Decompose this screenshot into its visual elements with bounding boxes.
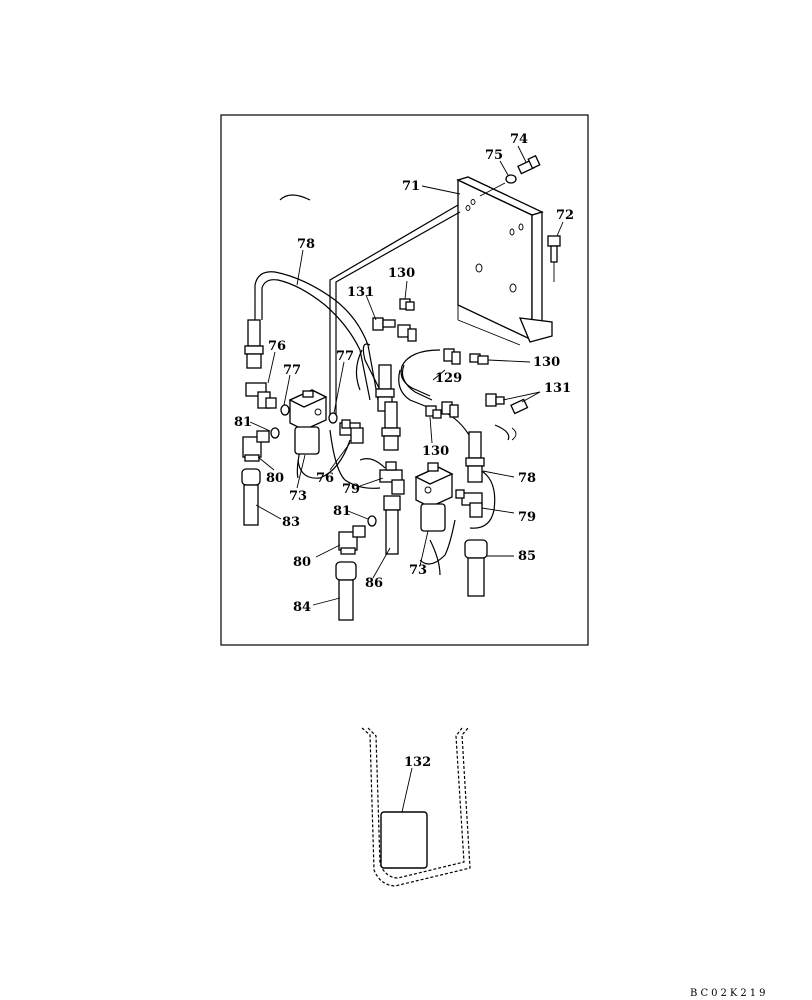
callout-73-right: 73 [409,563,427,578]
drawing-reference: BC02K219 [690,988,768,999]
callout-84: 84 [293,600,311,615]
main-frame [220,114,589,646]
callout-75: 75 [485,148,503,163]
callout-130-upper: 130 [388,266,415,281]
bolt-131-right [485,393,529,415]
elbow-76-upper [245,382,277,409]
callout-78-right: 78 [518,471,536,486]
connector-mid [443,348,461,365]
connector-upper [397,324,417,342]
o-ring-81-upper [270,427,280,439]
o-ring-81-lower [367,515,377,527]
hose-end-left-78 [244,319,264,369]
callout-71: 71 [402,179,420,194]
bolt-131-upper [372,317,396,331]
washer-75 [505,174,517,184]
pipe-84 [335,561,357,621]
pipe-86 [383,495,401,555]
filter-73-right [414,462,454,532]
callout-79-right: 79 [518,510,536,525]
callout-79-left: 79 [342,482,360,497]
bolt-72 [547,235,561,282]
clamp-130-upper [399,298,415,311]
callout-77-left: 77 [283,363,301,378]
callout-78-upper: 78 [297,237,315,252]
callout-72: 72 [556,208,574,223]
callout-74: 74 [510,132,528,147]
clamp-130-lower [425,405,442,419]
callout-76-upper: 76 [268,339,286,354]
callout-76-lower: 76 [316,471,334,486]
callout-129: 129 [435,371,462,386]
hose-end-mid-78 [375,364,395,412]
callout-80-upper: 80 [266,471,284,486]
hose-lines [254,194,510,576]
callout-131-upper: 131 [347,285,374,300]
callout-77-right: 77 [336,349,354,364]
o-ring-77-left [280,404,290,416]
hose-end-center-78 [381,401,401,451]
callout-73-left: 73 [289,489,307,504]
pouch-outline [361,727,471,887]
o-ring-77-right [328,412,338,424]
filter-73-left [288,389,328,455]
callout-83: 83 [282,515,300,530]
callout-86: 86 [365,576,383,591]
callout-80-lower: 80 [293,555,311,570]
leader-lines [249,145,564,606]
callout-130-right: 130 [533,355,560,370]
elbow-76-lower [339,419,364,444]
callout-130-lower: 130 [422,444,449,459]
callout-85: 85 [518,549,536,564]
elbow-79-left [379,461,405,495]
pipe-85 [464,539,488,597]
callout-labels: 71 72 74 75 78 130 131 76 77 77 130 129 … [234,132,574,615]
document-132 [380,811,428,869]
elbow-80-lower [338,525,366,555]
elbow-79-right [455,489,483,518]
callout-131-right: 131 [544,381,571,396]
connector-lower [441,401,459,418]
pipe-83 [241,468,261,526]
harness-129 [400,349,441,397]
clamp-130-right [469,353,489,365]
callout-132: 132 [404,755,431,770]
hose-end-right-78 [465,431,485,483]
bolt-74 [517,154,541,175]
elbow-80-upper [242,430,270,462]
callout-81-upper: 81 [234,415,252,430]
bracket-plate [456,176,553,346]
callout-81-lower: 81 [333,504,351,519]
